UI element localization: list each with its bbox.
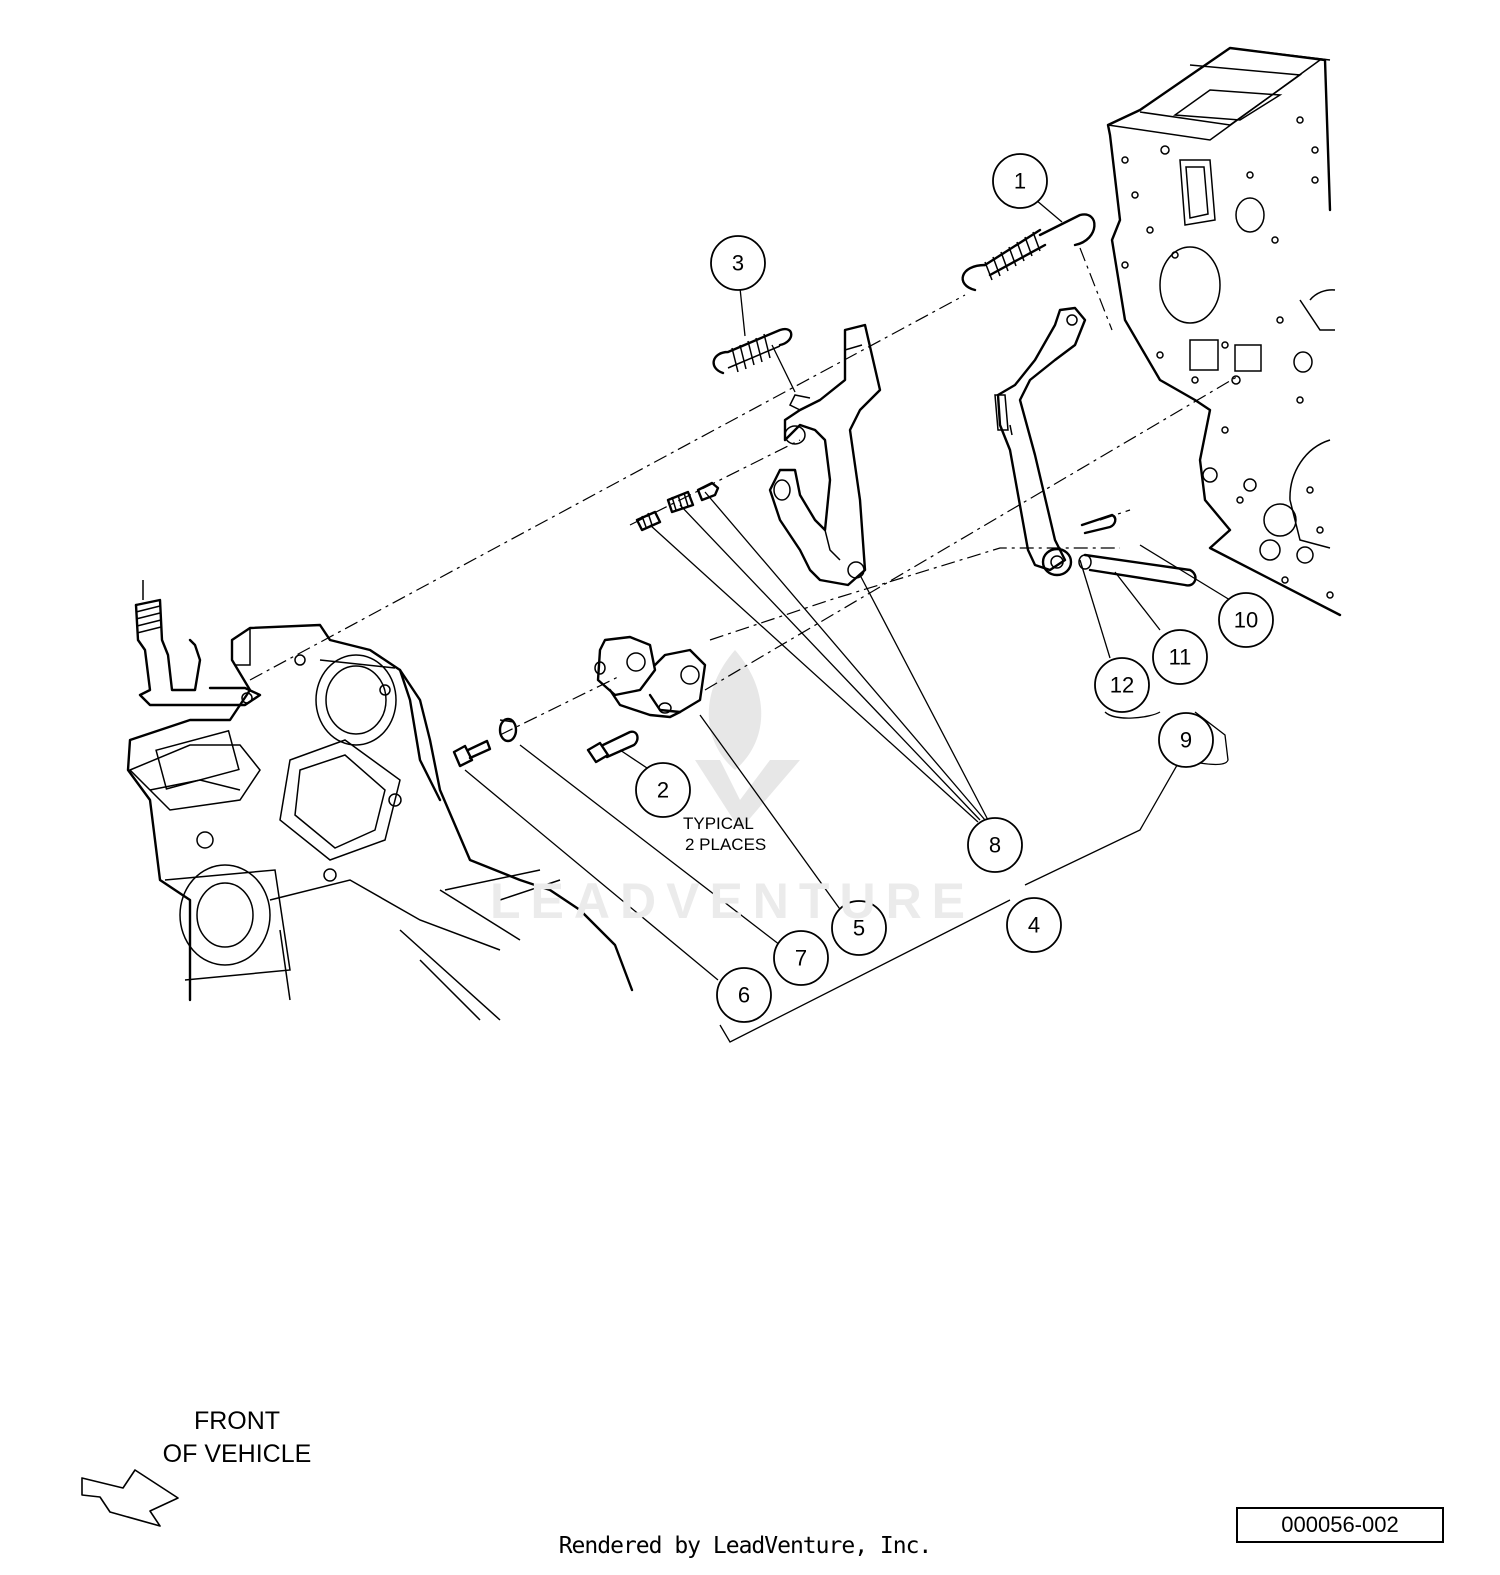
callout-label: 10: [1234, 608, 1258, 633]
shift-fork: [768, 323, 882, 587]
footer-credit: Rendered by LeadVenture, Inc.: [558, 1533, 933, 1559]
callout-label: 4: [1028, 913, 1040, 938]
callout-label: 8: [989, 833, 1001, 858]
front-arrow-icon: [81, 1469, 179, 1527]
callout-8: 8: [967, 817, 1023, 873]
callout-3: 3: [710, 235, 766, 291]
callout-11: 11: [1152, 629, 1208, 685]
leader-lines: [464, 199, 1231, 981]
drawing-number-box: 000056-002: [1236, 1507, 1444, 1543]
callout-label: 7: [795, 946, 807, 971]
callout-7: 7: [773, 930, 829, 986]
callout-10: 10: [1218, 592, 1274, 648]
front-of-vehicle-label: FRONT OF VEHICLE: [152, 1405, 322, 1471]
typical-note-line2: 2 PLACES: [685, 835, 767, 854]
callout-label: 5: [853, 916, 865, 941]
shift-blocks: [594, 635, 707, 719]
callout-label: 11: [1169, 645, 1192, 670]
threaded-shaft: [134, 580, 262, 707]
alignment-lines: [249, 247, 1241, 736]
front-label-line2: OF VEHICLE: [162, 1440, 312, 1468]
callout-6: 6: [716, 967, 772, 1023]
callout-label: 6: [738, 983, 750, 1008]
front-label-line1: FRONT: [193, 1407, 281, 1435]
leadventure-logo: [695, 650, 800, 830]
washer-part-7: [498, 717, 518, 743]
callout-2: 2: [635, 762, 691, 818]
callout-4: 4: [1006, 897, 1062, 953]
bolt-part-2: [586, 730, 639, 764]
part-3-spring: [712, 327, 793, 375]
callout-label: 2: [657, 778, 669, 803]
callout-12: 12: [1094, 657, 1150, 713]
callouts: 1 2 3 4 5 6 7 8 9 10 11 12: [635, 153, 1274, 1023]
typical-note-line1: TYPICAL: [683, 814, 754, 833]
bolt-part-6: [452, 739, 492, 768]
callout-label: 1: [1014, 169, 1026, 194]
callout-label: 3: [732, 251, 744, 276]
watermark-text: LEADVENTURE: [490, 873, 976, 929]
group-brackets: [719, 711, 1229, 1043]
transmission-case-right: [1106, 46, 1342, 617]
callout-1: 1: [992, 153, 1048, 209]
part-1-spring: [961, 213, 1096, 292]
typical-note: TYPICAL 2 PLACES: [683, 813, 766, 855]
callout-5: 5: [831, 900, 887, 956]
callout-label: 12: [1110, 673, 1134, 698]
transmission-housing-left: [126, 623, 634, 1021]
callout-9: 9: [1158, 712, 1214, 768]
callout-label: 9: [1180, 728, 1192, 753]
detent-parts: [635, 481, 720, 532]
shift-lever-assembly: [994, 306, 1197, 587]
